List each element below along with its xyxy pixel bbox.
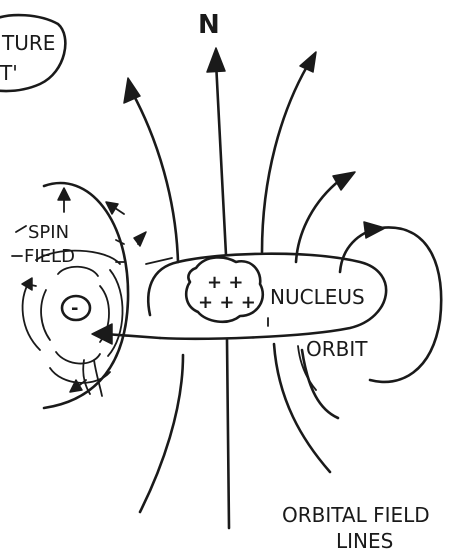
nucleus-charges-bottom: + + + [198, 292, 256, 313]
orbital-field-label-line-1: ORBITAL FIELD [282, 503, 430, 527]
nucleus: + + + + + [186, 257, 263, 321]
arrowhead-north [207, 48, 225, 72]
bubble-text-line-1: TURE [1, 31, 55, 55]
orbital-field-annotation: ORBITAL FIELD LINES [282, 503, 430, 552]
orbital-field-label-line-2: LINES [336, 529, 393, 552]
arrowhead-spin-up [58, 188, 70, 200]
cropped-speech-bubble: TURE T' [0, 15, 65, 91]
orbit-label: ORBIT [306, 337, 368, 361]
arrowhead-right-outer [300, 52, 316, 72]
arrowhead-orbit [92, 324, 112, 344]
arrowhead-spin-left [22, 278, 32, 290]
arrowhead-right-loop [364, 222, 385, 238]
field-line-left-outer [124, 78, 183, 512]
spin-field-label-line-2: FIELD [24, 246, 75, 267]
spin-field-label-line-1: SPIN [28, 222, 69, 243]
arrowhead-left-outer [124, 78, 140, 103]
bubble-text-line-2: T' [0, 61, 18, 85]
arrowhead-right-middle [333, 172, 355, 190]
arrowhead-spin-right [134, 232, 146, 246]
north-label: N [198, 10, 220, 40]
electron-sign: - [71, 298, 78, 319]
nucleus-label: NUCLEUS [270, 285, 365, 309]
nucleus-charges-top: + + [207, 272, 243, 293]
